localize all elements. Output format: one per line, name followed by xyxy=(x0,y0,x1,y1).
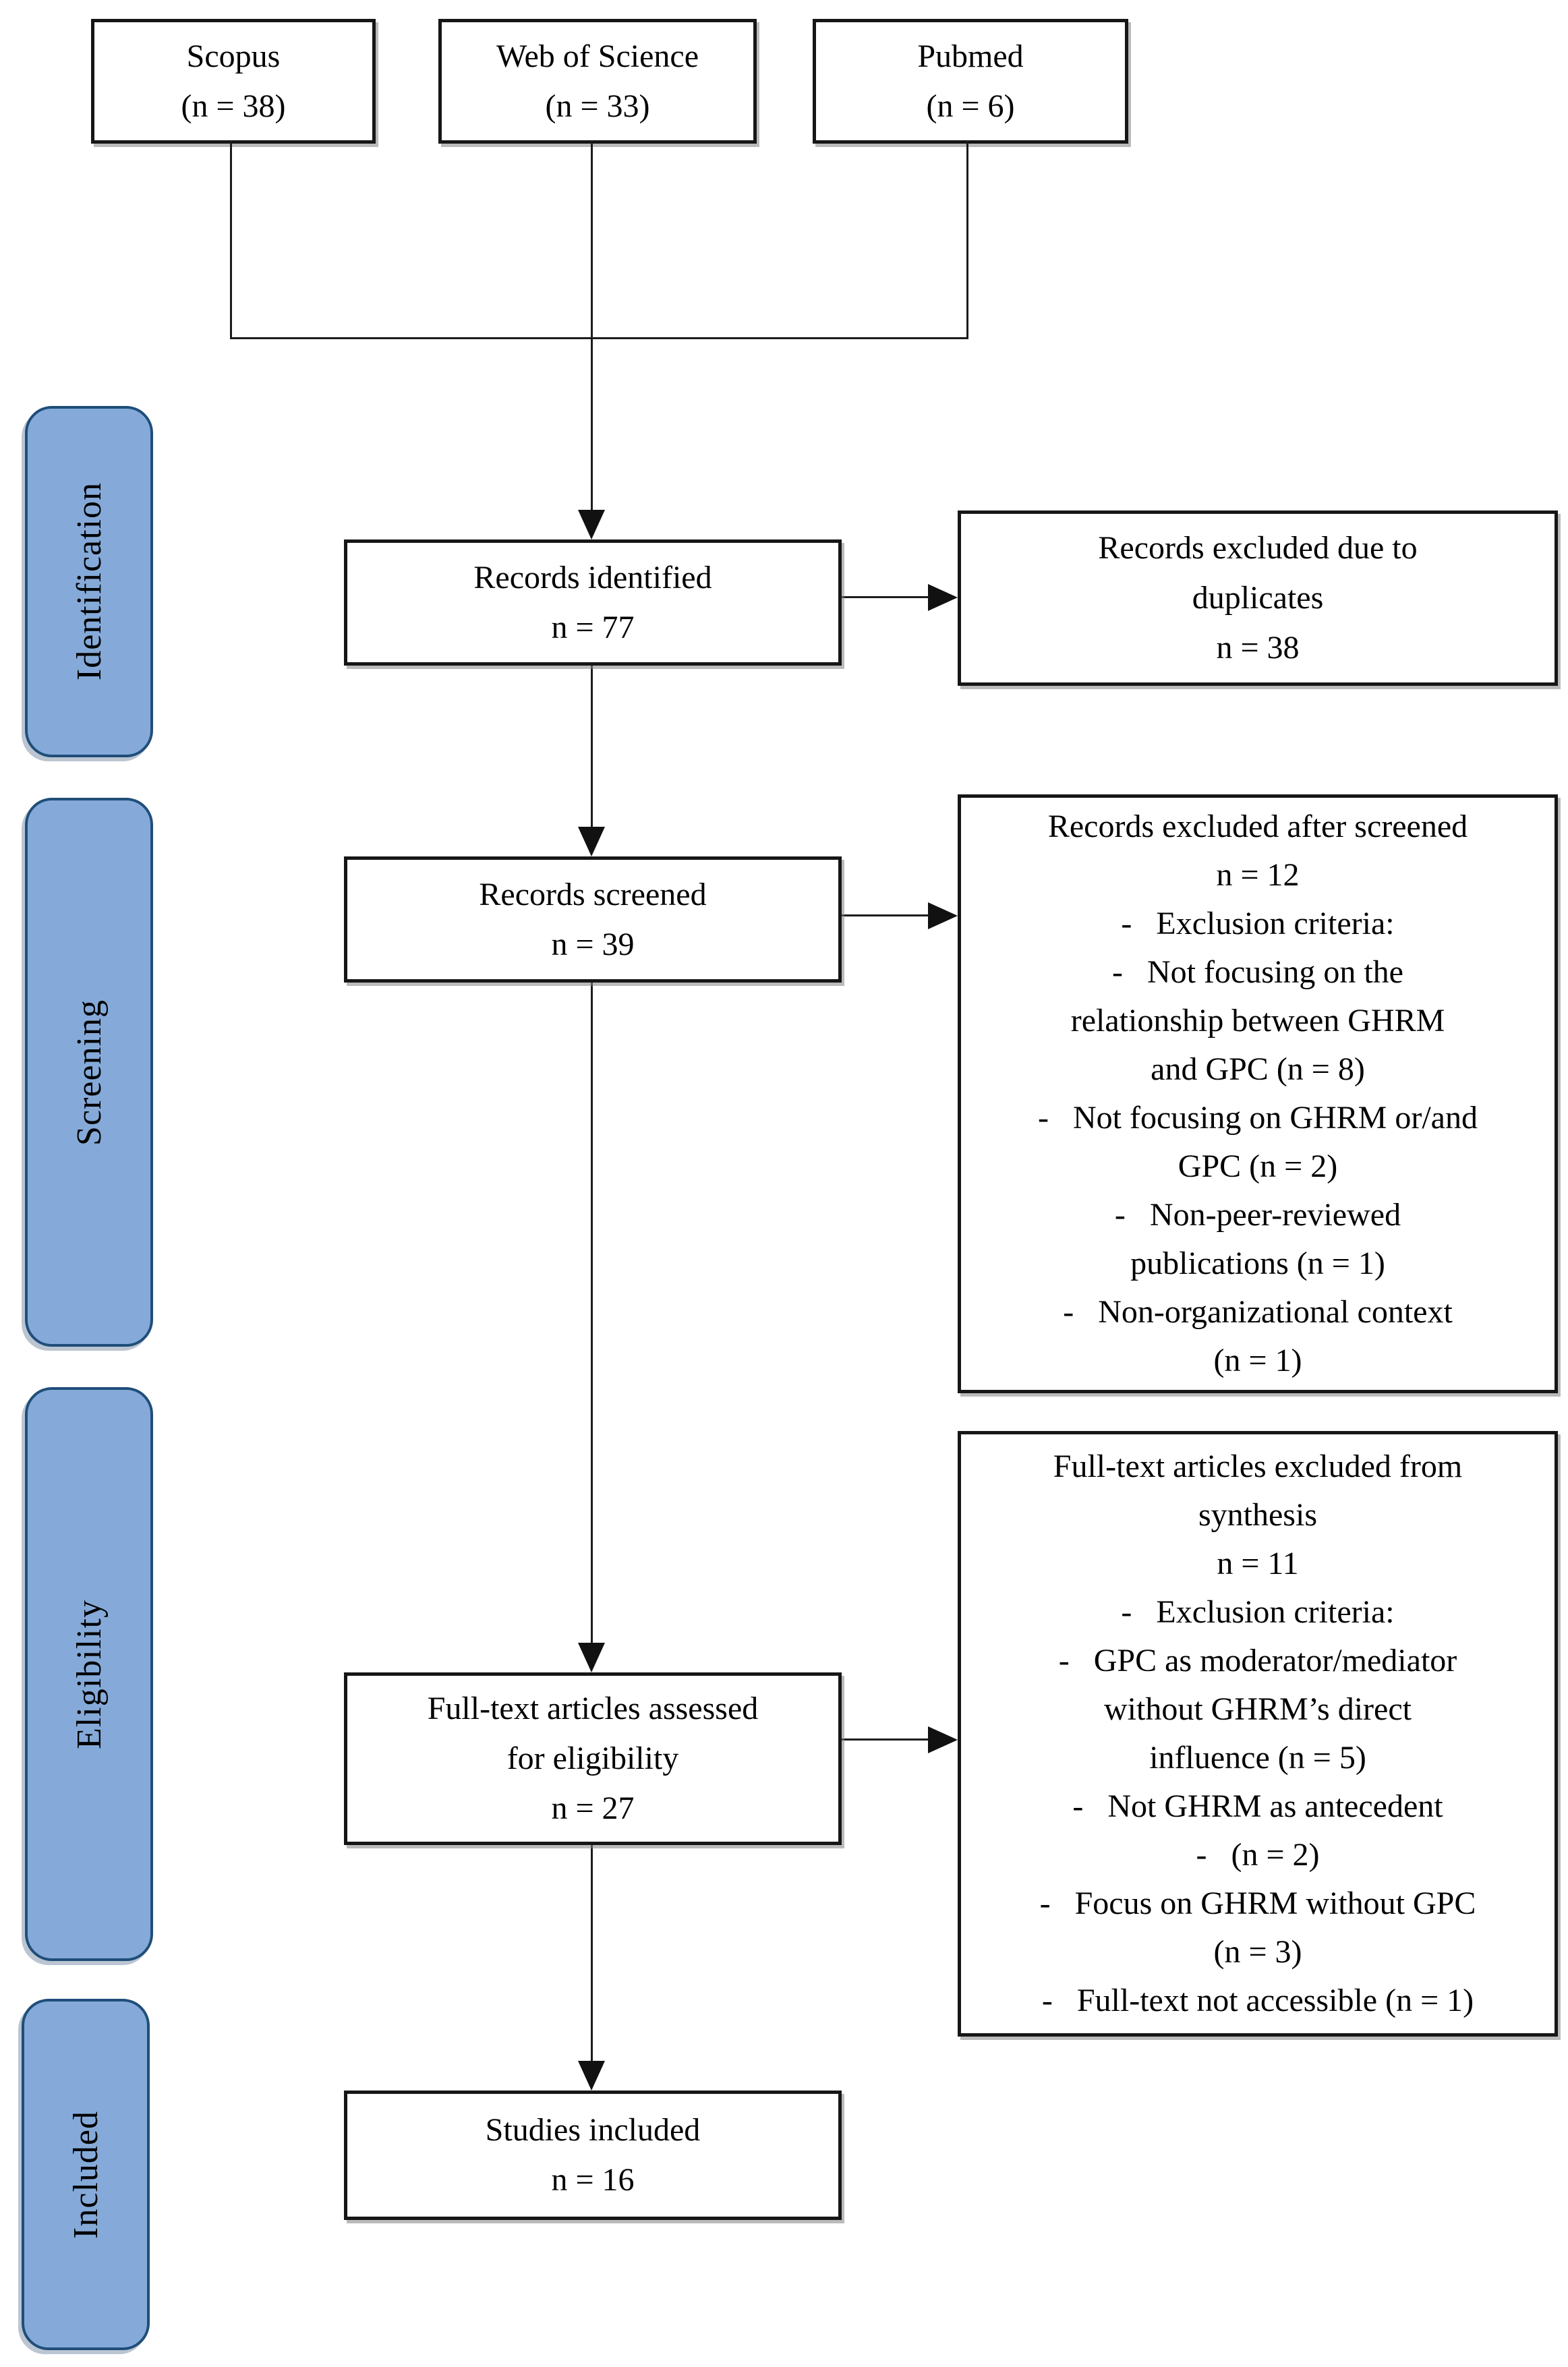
connector-identified-to-screened xyxy=(591,662,593,828)
connector-scopus-down xyxy=(230,140,232,339)
flow-box-records-identified: Records identified n = 77 xyxy=(344,539,842,666)
connector-fulltext-to-included xyxy=(591,1840,593,2062)
connector-fulltext-to-excluded xyxy=(838,1738,931,1741)
stage-identification-label: Identification xyxy=(69,482,109,681)
flow-box-records-screened: Records screened n = 39 xyxy=(344,856,842,983)
exclusion-box-fulltext: Full-text articles excluded from synthes… xyxy=(958,1431,1558,2037)
exclusion-fulltext-text: Full-text articles excluded from synthes… xyxy=(1039,1449,1476,2018)
arrowhead-right-duplicates-icon xyxy=(928,584,958,611)
exclusion-box-duplicates: Records excluded due to duplicates n = 3… xyxy=(958,510,1558,686)
arrowhead-down-identified-icon xyxy=(578,510,605,539)
connector-identified-to-duplicates xyxy=(838,596,931,598)
records-screened-text: Records screened n = 39 xyxy=(479,876,707,962)
exclusion-after-screening-text: Records excluded after screened n = 12 -… xyxy=(1038,809,1478,1378)
studies-included-text: Studies included n = 16 xyxy=(485,2112,701,2198)
stage-screening: Screening xyxy=(25,798,153,1347)
stage-eligibility: Eligibility xyxy=(25,1387,153,1961)
arrowhead-down-screened-icon xyxy=(578,827,605,856)
exclusion-duplicates-text: Records excluded due to duplicates n = 3… xyxy=(1098,530,1418,666)
connector-wos-down xyxy=(591,140,593,513)
connector-pubmed-down xyxy=(966,140,968,339)
stage-screening-label: Screening xyxy=(69,999,109,1146)
stage-included: Included xyxy=(22,1999,150,2350)
stage-identification: Identification xyxy=(25,406,153,757)
source-box-scopus: Scopus (n = 38) xyxy=(91,19,376,144)
source-box-web-of-science: Web of Science (n = 33) xyxy=(438,19,757,144)
connector-screened-to-fulltext xyxy=(591,977,593,1644)
arrowhead-right-fulltext-excluded-icon xyxy=(928,1726,958,1753)
records-identified-text: Records identified n = 77 xyxy=(473,559,712,645)
source-box-scopus-text: Scopus (n = 38) xyxy=(181,38,286,124)
flow-box-studies-included: Studies included n = 16 xyxy=(344,2091,842,2220)
exclusion-box-after-screening: Records excluded after screened n = 12 -… xyxy=(958,794,1558,1393)
arrowhead-down-fulltext-icon xyxy=(578,1643,605,1672)
stage-eligibility-label: Eligibility xyxy=(69,1599,109,1749)
flow-box-fulltext-assessed: Full-text articles assessed for eligibil… xyxy=(344,1672,842,1845)
connector-screened-to-excluded xyxy=(838,914,931,916)
arrowhead-down-included-icon xyxy=(578,2061,605,2091)
stage-included-label: Included xyxy=(66,2110,105,2239)
arrowhead-right-screen-excluded-icon xyxy=(928,902,958,929)
fulltext-assessed-text: Full-text articles assessed for eligibil… xyxy=(427,1691,759,1826)
source-box-web-of-science-text: Web of Science (n = 33) xyxy=(496,38,699,124)
source-box-pubmed: Pubmed (n = 6) xyxy=(813,19,1128,144)
connector-merge-horizontal xyxy=(230,337,968,339)
source-box-pubmed-text: Pubmed (n = 6) xyxy=(917,38,1024,124)
